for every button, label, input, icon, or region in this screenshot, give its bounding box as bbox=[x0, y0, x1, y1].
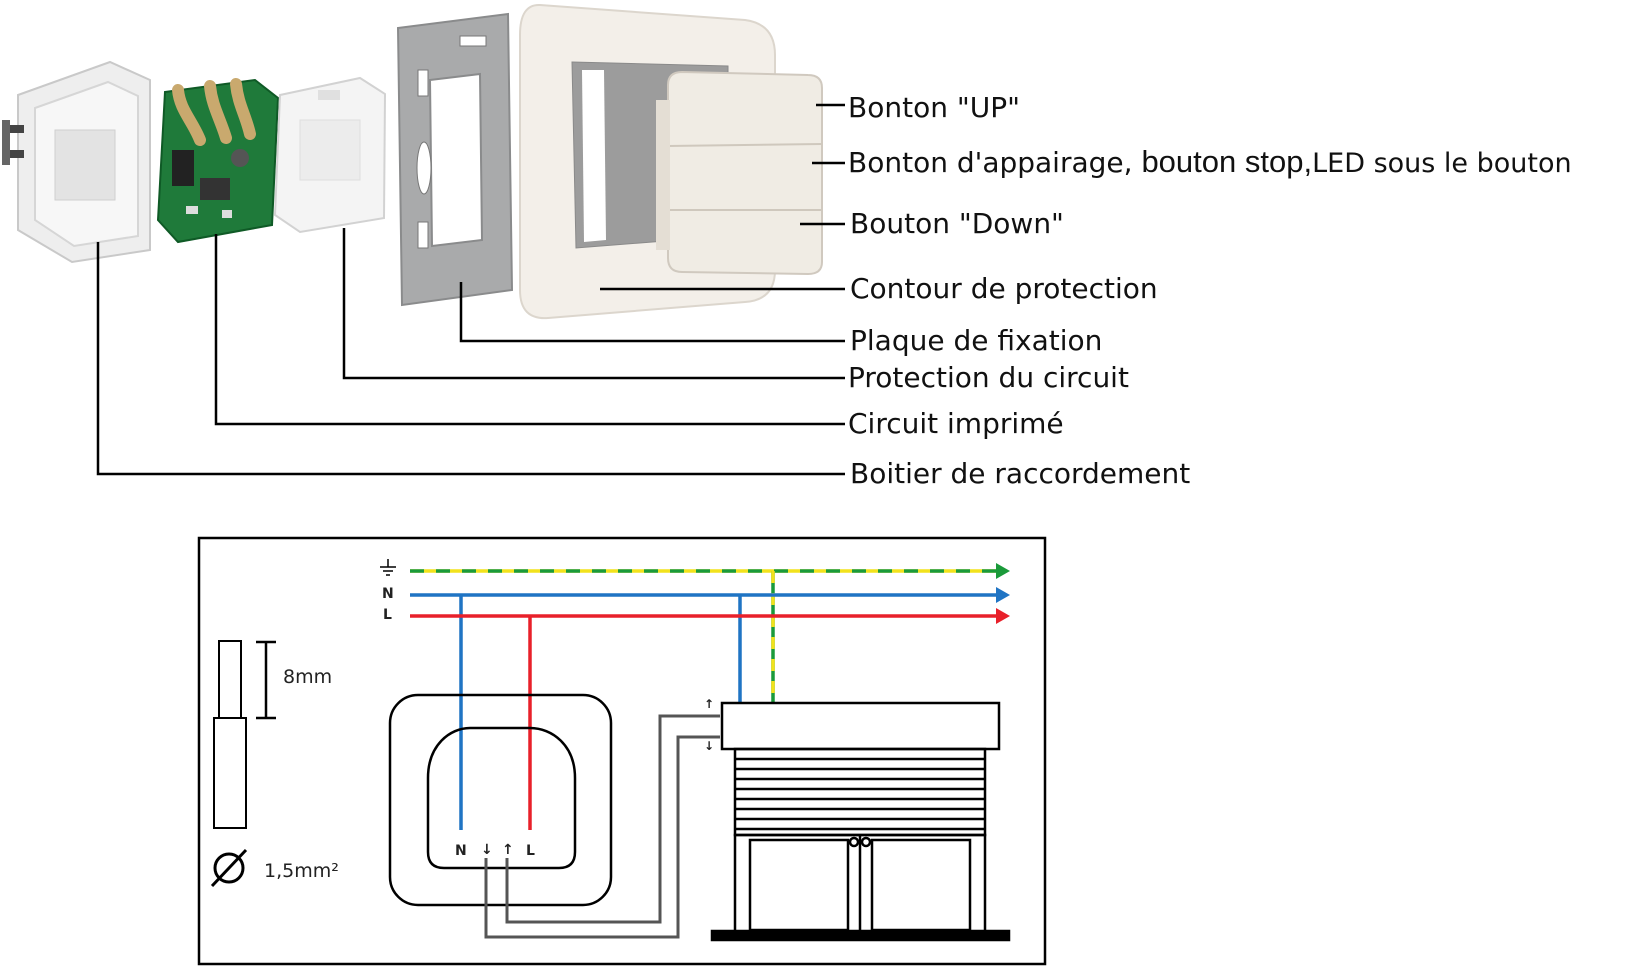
label-pair-part-a: Bonton d'appairage, bbox=[848, 146, 1133, 179]
label-down-button: Bouton "Down" bbox=[850, 207, 1064, 240]
wire-section-label: 1,5mm² bbox=[264, 860, 339, 882]
label-up-button: Bonton "UP" bbox=[848, 91, 1020, 124]
live-bus bbox=[410, 608, 1010, 830]
label-circuit-cover: Protection du circuit bbox=[848, 361, 1129, 394]
terminal-n: N bbox=[455, 843, 467, 859]
label-protective-frame: Contour de protection bbox=[850, 272, 1158, 305]
terminal-up: ↑ bbox=[502, 842, 514, 858]
circuit-board bbox=[156, 78, 280, 244]
label-mounting-plate: Plaque de fixation bbox=[850, 324, 1103, 357]
rocker-buttons bbox=[656, 70, 823, 276]
motor-wires bbox=[484, 714, 720, 939]
label-circuit-board: Circuit imprimé bbox=[848, 407, 1064, 440]
label-led: LED sous le bouton bbox=[1312, 148, 1572, 179]
label-pair-button: Bonton d'appairage, bouton stop,LED sous… bbox=[848, 146, 1572, 180]
strip-length-label: 8mm bbox=[283, 666, 333, 688]
diameter-icon bbox=[210, 848, 248, 888]
terminal-l: L bbox=[526, 843, 535, 859]
terminal-down: ↓ bbox=[481, 842, 493, 858]
switch-outline bbox=[388, 693, 613, 907]
circuit-cover bbox=[273, 76, 387, 234]
bus-label-l: L bbox=[383, 607, 392, 623]
wiring-frame bbox=[197, 536, 1047, 966]
bus-label-n: N bbox=[382, 586, 394, 602]
wire-strip-gauge bbox=[213, 640, 276, 829]
connection-box bbox=[2, 60, 151, 264]
ground-icon bbox=[380, 559, 396, 576]
motor-terminal-up: ↑ bbox=[704, 697, 715, 711]
label-stop-button: bouton stop bbox=[1141, 144, 1304, 179]
roller-shutter bbox=[710, 701, 1011, 942]
earth-bus bbox=[410, 563, 1010, 703]
motor-terminal-down: ↓ bbox=[704, 739, 715, 753]
label-pair-comma: , bbox=[1303, 144, 1313, 179]
callout-lines bbox=[96, 103, 845, 476]
mounting-plate bbox=[396, 12, 514, 307]
neutral-bus bbox=[410, 587, 1010, 830]
label-connection-box: Boitier de raccordement bbox=[850, 457, 1191, 490]
